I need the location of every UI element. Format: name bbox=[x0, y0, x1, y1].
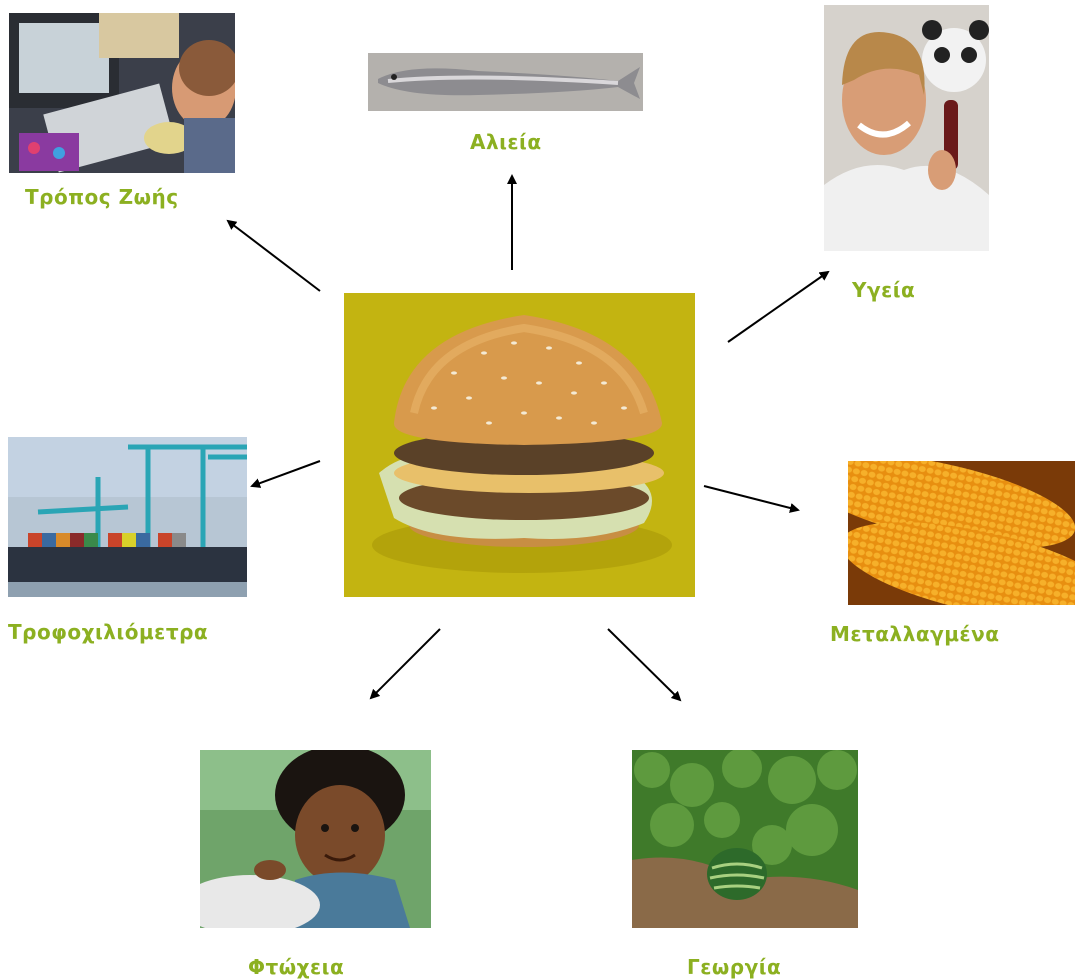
computer-desk-photo bbox=[9, 13, 235, 173]
arrow-food-miles bbox=[250, 460, 321, 488]
topic-label-gmo: Μεταλλαγμένα bbox=[830, 622, 1000, 646]
burger-photo bbox=[344, 293, 695, 597]
child-photo bbox=[200, 750, 431, 928]
topic-label-health: Υγεία bbox=[852, 278, 916, 302]
topic-label-food-miles: Τροφοχιλιόμετρα bbox=[8, 620, 209, 644]
watermelon-field-photo bbox=[632, 750, 858, 928]
arrow-poverty bbox=[369, 628, 441, 700]
topic-label-agriculture: Γεωργία bbox=[687, 955, 782, 979]
scientist-photo bbox=[824, 5, 989, 251]
cargo-ship-photo bbox=[8, 437, 247, 597]
topic-label-fishing: Αλιεία bbox=[470, 130, 542, 154]
arrow-lifestyle bbox=[226, 219, 321, 292]
topic-label-poverty: Φτώχεια bbox=[248, 955, 345, 979]
fish-photo bbox=[368, 53, 643, 111]
arrow-gmo bbox=[703, 485, 800, 513]
arrow-health bbox=[727, 270, 830, 343]
corn-photo bbox=[848, 461, 1075, 605]
arrow-agriculture bbox=[607, 628, 682, 702]
topic-label-lifestyle: Τρόπος Ζωής bbox=[25, 185, 179, 209]
